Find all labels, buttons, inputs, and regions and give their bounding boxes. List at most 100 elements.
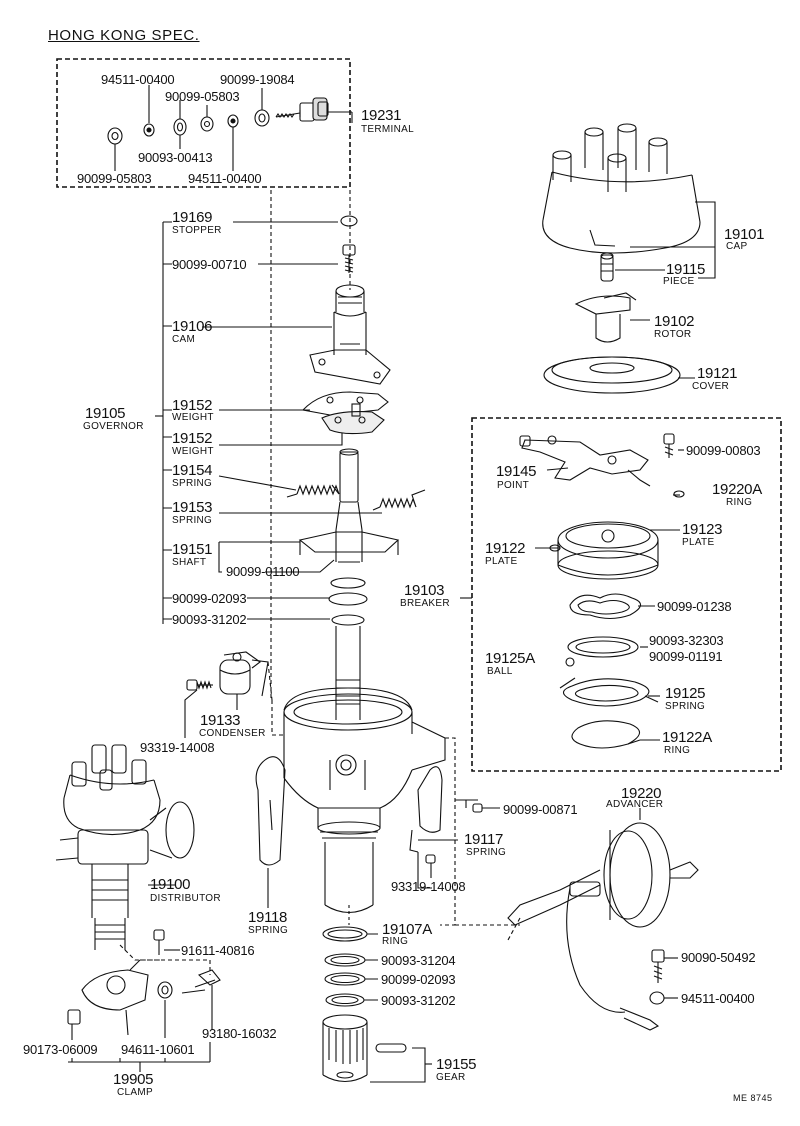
spring-19125-name: SPRING — [665, 701, 706, 712]
screw-00710-part — [342, 244, 356, 273]
governor-shaft-part — [298, 448, 400, 563]
spring-19125-part — [559, 677, 659, 707]
governor-name: GOVERNOR — [83, 421, 144, 432]
cam-part — [309, 284, 391, 385]
part-no-90099-19084: 90099-19084 — [220, 72, 295, 87]
washer-01191: 90099-01191 — [649, 649, 723, 664]
weight1-name: WEIGHT — [172, 412, 214, 423]
washer-02093-lower: 90099-02093 — [381, 972, 456, 987]
ring-19107a-name: RING — [382, 936, 409, 947]
part-no-90099-05803-b: 90099-05803 — [77, 171, 152, 186]
clamp-bolt-2: 93180-16032 — [202, 1026, 277, 1041]
wave-washer-part — [569, 593, 642, 620]
point-screw: 90099-00803 — [686, 443, 761, 458]
cap-part — [542, 123, 701, 254]
ball-name: BALL — [487, 666, 513, 677]
cover-code: 19121 — [697, 365, 738, 382]
reference-code: ME 8745 — [733, 1093, 773, 1103]
plate-upper-name: PLATE — [682, 537, 715, 548]
condenser-name: CONDENSER — [199, 728, 266, 739]
housing-spring-code: 19117 — [464, 831, 504, 848]
stopper-code: 19169 — [172, 209, 213, 226]
gear-part — [322, 1014, 407, 1083]
rotor-part — [574, 292, 637, 343]
lower-washers-part — [322, 926, 368, 1007]
terminal-name: TERMINAL — [361, 124, 414, 135]
weight-parts — [301, 391, 389, 435]
part-no-94511-00400-b: 94511-00400 — [188, 171, 262, 186]
ball-part — [565, 657, 575, 667]
advancer-screw: 90090-50492 — [681, 950, 756, 965]
washer-31202-lower: 90093-31202 — [381, 993, 456, 1008]
weight1-code: 19152 — [172, 397, 213, 414]
stopper-part — [340, 215, 358, 227]
gear-code: 19155 — [436, 1056, 477, 1073]
ring-a-code: 19220A — [712, 481, 762, 498]
ring-b-name: RING — [664, 745, 691, 756]
cover-name: COVER — [692, 381, 730, 392]
cap-name: CAP — [726, 241, 748, 252]
ring-19107a-code: 19107A — [382, 921, 432, 938]
spring-parts — [286, 484, 426, 511]
shaft-code: 19151 — [172, 541, 213, 558]
breaker-group-box — [471, 417, 782, 772]
clip-spring-code: 19118 — [248, 909, 288, 926]
breaker-code: 19103 — [404, 582, 445, 599]
governor-code: 19105 — [85, 405, 126, 422]
plates-part — [549, 521, 659, 580]
housing-screw-2: 93319-14008 — [391, 879, 466, 894]
spring1-name: SPRING — [172, 478, 213, 489]
spring2-code: 19153 — [172, 499, 213, 516]
distributor-code: 19100 — [150, 876, 191, 893]
distributor-name: DISTRIBUTOR — [150, 893, 221, 904]
plate-upper-code: 19123 — [682, 521, 723, 538]
condenser-screw: 93319-14008 — [140, 740, 215, 755]
cap-code: 19101 — [724, 226, 765, 243]
washer-32303-part — [567, 636, 639, 658]
piece-code: 19115 — [666, 261, 706, 278]
ring-a-name: RING — [726, 497, 753, 508]
plate-lower-code: 19122 — [485, 540, 526, 557]
ball-code: 19125A — [485, 650, 535, 667]
stopper-name: STOPPER — [172, 225, 222, 236]
clamp-code: 19905 — [113, 1071, 154, 1088]
part-no-90099-05803-a: 90099-05803 — [165, 89, 240, 104]
housing-screw: 90099-00871 — [503, 802, 578, 817]
breaker-name: BREAKER — [400, 598, 450, 609]
washer-32303: 90093-32303 — [649, 633, 724, 648]
weight2-name: WEIGHT — [172, 446, 214, 457]
ring-b-code: 19122A — [662, 729, 712, 746]
wave-washer: 90099-01238 — [657, 599, 732, 614]
plate-lower-name: PLATE — [485, 556, 518, 567]
cam-name: CAM — [172, 334, 196, 345]
shaft-clip: 90099-01100 — [226, 564, 300, 579]
washer-02093-upper: 90099-02093 — [172, 591, 247, 606]
clamp-nut: 90173-06009 — [23, 1042, 98, 1057]
advancer-name: ADVANCER — [606, 799, 664, 810]
washer-31204: 90093-31204 — [381, 953, 456, 968]
clip-spring-part — [255, 756, 286, 866]
spring1-code: 19154 — [172, 462, 213, 479]
cover-part — [543, 356, 681, 394]
advancer-screw-part — [651, 949, 665, 983]
spec-title: HONG KONG SPEC. — [48, 27, 200, 44]
washer-31202-upper: 90093-31202 — [172, 612, 247, 627]
main-shaft-part — [328, 577, 368, 720]
clamp-name: CLAMP — [117, 1087, 153, 1098]
clip-spring-name: SPRING — [248, 925, 289, 936]
advancer-code: 19220 — [621, 785, 662, 802]
housing-spring-name: SPRING — [466, 847, 507, 858]
advancer-part — [507, 822, 699, 1031]
gear-name: GEAR — [436, 1072, 466, 1083]
rotor-name: ROTOR — [654, 329, 692, 340]
terminal-code: 19231 — [361, 107, 402, 124]
clamp-bolt: 91611-40816 — [181, 943, 255, 958]
terminal-parts — [107, 97, 329, 145]
spring2-name: SPRING — [172, 515, 213, 526]
terminal-group-box — [56, 58, 351, 188]
spring-19125-code: 19125 — [665, 685, 706, 702]
rotor-code: 19102 — [654, 313, 695, 330]
screw-00710: 90099-00710 — [172, 257, 247, 272]
